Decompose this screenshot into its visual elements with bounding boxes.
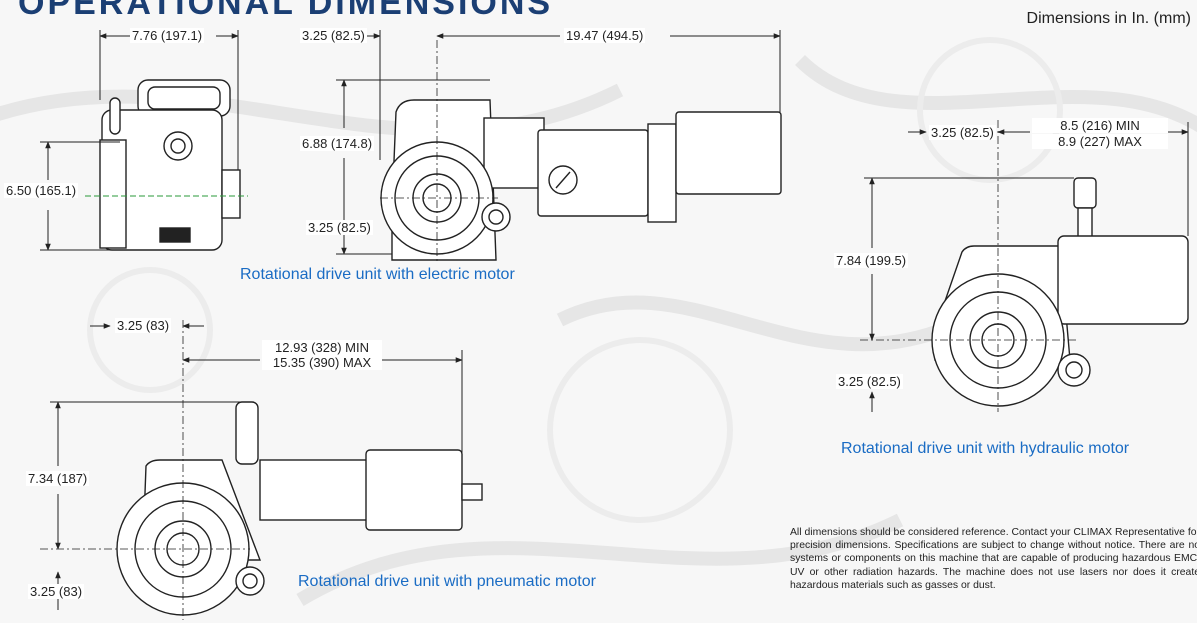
dim-pneumatic-center-height: 3.25 (83) xyxy=(28,584,85,599)
dim-electric-center-height: 3.25 (82.5) xyxy=(306,220,373,235)
dim-pneumatic-center-offset: 3.25 (83) xyxy=(115,318,172,333)
dim-electric-width: 7.76 (197.1) xyxy=(130,28,205,43)
dim-hydraulic-length-max: 8.9 (227) MAX xyxy=(1032,134,1168,149)
dim-hydraulic-total-height: 7.84 (199.5) xyxy=(834,253,909,268)
electric-side-view xyxy=(99,79,241,251)
electric-front-view xyxy=(380,99,782,261)
dim-electric-total-height: 6.88 (174.8) xyxy=(300,136,375,151)
disclaimer-text: All dimensions should be considered refe… xyxy=(790,527,1197,591)
dim-hydraulic-center-offset: 3.25 (82.5) xyxy=(929,125,996,140)
dim-electric-height: 6.50 (165.1) xyxy=(4,183,79,198)
dim-hydraulic-length-min: 8.5 (216) MIN xyxy=(1032,118,1168,133)
caption-pneumatic: Rotational drive unit with pneumatic mot… xyxy=(298,573,596,590)
units-note: Dimensions in In. (mm) xyxy=(1026,10,1191,27)
dim-electric-center-offset: 3.25 (82.5) xyxy=(300,28,367,43)
dim-pneumatic-length-max: 15.35 (390) MAX xyxy=(262,355,382,370)
dim-pneumatic-total-height: 7.34 (187) xyxy=(26,471,90,486)
caption-hydraulic: Rotational drive unit with hydraulic mot… xyxy=(841,440,1130,457)
dim-pneumatic-length-min: 12.93 (328) MIN xyxy=(262,340,382,355)
dim-electric-length: 19.47 (494.5) xyxy=(564,28,646,43)
page-title: OPERATIONAL DIMENSIONS xyxy=(18,0,554,22)
dim-hydraulic-center-height: 3.25 (82.5) xyxy=(836,374,903,389)
hydraulic-view xyxy=(931,177,1189,407)
caption-electric: Rotational drive unit with electric moto… xyxy=(240,266,515,283)
